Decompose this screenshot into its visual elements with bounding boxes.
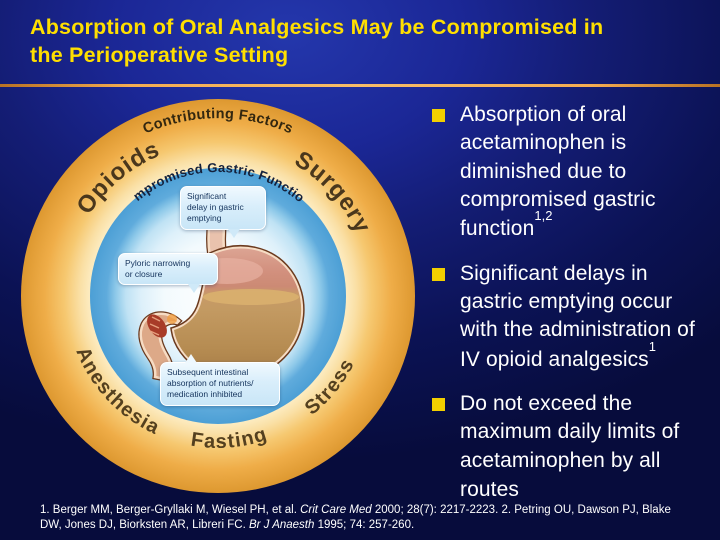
gastric-fluid-surface	[203, 289, 299, 305]
callout-intestinal-absorption: Subsequent intestinal absorption of nutr…	[160, 354, 280, 406]
bullet-marker	[432, 267, 445, 281]
bullet-text: Significant delays in gastric emptying o…	[460, 260, 710, 374]
bullet-text-content: Significant delays in gastric emptying o…	[460, 261, 695, 371]
callout-pointer	[187, 284, 200, 294]
title-divider	[0, 84, 720, 87]
callout-pointer	[228, 228, 241, 238]
reference-text: 1. Berger MM, Berger-Gryllaki M, Wiesel …	[40, 504, 301, 516]
reference-journal: Br J Anaesth	[248, 518, 315, 531]
bullet-text-content: Do not exceed the maximum daily limits o…	[460, 392, 680, 502]
bullet-item: Absorption of oral acetaminophen is dimi…	[432, 101, 710, 244]
callout-pyloric-narrowing-text: Pyloric narrowing or closure	[125, 258, 191, 280]
bullet-marker	[432, 398, 445, 412]
bullet-item: Do not exceed the maximum daily limits o…	[432, 390, 710, 504]
reference-journal: Crit Care Med	[300, 504, 372, 516]
bullet-superscript: 1	[648, 338, 657, 354]
callout-gastric-delay-text: Significant delay in gastric emptying	[187, 191, 244, 224]
reference-text: 2000; 28(7): 2217-2223. 2. Petring OU, D…	[40, 504, 671, 531]
bullet-marker	[432, 109, 445, 122]
diagram-rings: Contributing Factors Opioids Surgery Ane…	[21, 99, 415, 493]
bullet-text: Do not exceed the maximum daily limits o…	[460, 390, 710, 504]
contributing-factors-diagram: Contributing Factors Opioids Surgery Ane…	[21, 99, 415, 493]
bullet-text: Absorption of oral acetaminophen is dimi…	[460, 101, 710, 244]
callout-pyloric-narrowing: Pyloric narrowing or closure	[118, 253, 218, 294]
reference-text: 1995; 74: 257-260.	[314, 518, 415, 531]
bullet-list: Absorption of oral acetaminophen is dimi…	[432, 101, 710, 520]
pyloric-narrowing-glow	[167, 314, 177, 324]
references: 1. Berger MM, Berger-Gryllaki M, Wiesel …	[40, 503, 688, 533]
bullet-text-content: Absorption of oral acetaminophen is dimi…	[460, 103, 656, 241]
callout-pointer	[184, 354, 197, 363]
callout-gastric-delay: Significant delay in gastric emptying	[180, 186, 266, 238]
bullet-superscript: 1,2	[534, 208, 553, 224]
page-title: Absorption of Oral Analgesics May be Com…	[30, 15, 604, 67]
callout-intestinal-absorption-text: Subsequent intestinal absorption of nutr…	[167, 367, 254, 400]
bullet-item: Significant delays in gastric emptying o…	[432, 260, 710, 374]
